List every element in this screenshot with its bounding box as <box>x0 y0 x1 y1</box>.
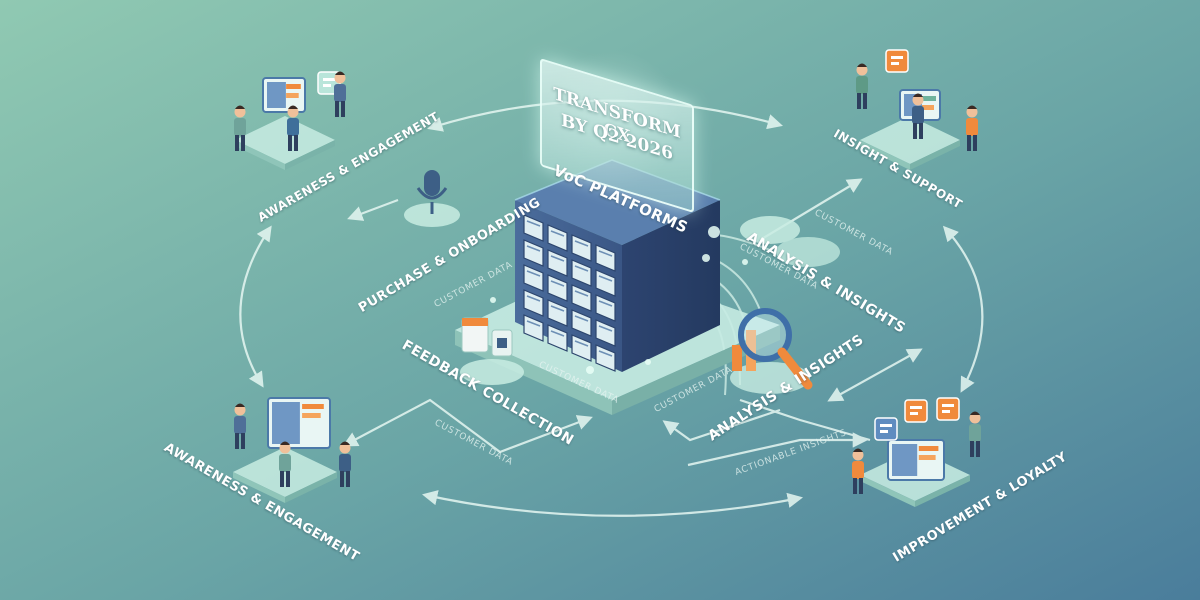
drive-bay <box>571 309 592 337</box>
drive-bay <box>595 319 616 347</box>
drive-bay <box>523 289 544 317</box>
screen-top-left <box>262 77 306 113</box>
tile-br-2 <box>904 399 928 423</box>
person-tl-2 <box>287 105 299 151</box>
drive-bay <box>595 244 616 272</box>
person-tl-3 <box>334 71 346 117</box>
drive-bay <box>547 324 568 352</box>
drive-bay <box>547 274 568 302</box>
glow-dots <box>490 226 748 374</box>
calendar-icon <box>460 317 524 385</box>
drive-bay <box>523 264 544 292</box>
drive-bay <box>595 294 616 322</box>
person-tr-1 <box>856 63 868 109</box>
drive-bay <box>523 214 544 242</box>
drive-bay <box>571 259 592 287</box>
tile-br-1 <box>874 417 898 441</box>
drive-bay <box>547 249 568 277</box>
drive-bay <box>571 234 592 262</box>
person-bl-3 <box>339 441 351 487</box>
drive-bay <box>571 334 592 362</box>
drive-bays <box>523 214 616 372</box>
person-br-1 <box>852 448 864 494</box>
drive-bay <box>523 239 544 267</box>
person-bl-1 <box>234 403 246 449</box>
tile-br-3 <box>936 397 960 421</box>
chart-icon <box>740 216 840 267</box>
flow-arrows <box>239 99 984 517</box>
person-tr-2 <box>912 93 924 139</box>
drive-bay <box>595 269 616 297</box>
people-scenes <box>233 49 981 507</box>
mail-icon <box>885 49 909 73</box>
screen-bottom-right <box>887 439 945 481</box>
magnifier-icon <box>730 308 813 394</box>
drive-bay <box>595 344 616 372</box>
person-tr-3 <box>966 105 978 151</box>
person-br-2 <box>969 411 981 457</box>
drive-bay <box>571 284 592 312</box>
drive-bay <box>547 299 568 327</box>
drive-bay <box>523 314 544 342</box>
microphone-icon <box>404 170 460 227</box>
screen-bottom-left <box>267 397 331 449</box>
person-bl-2 <box>279 441 291 487</box>
person-tl-1 <box>234 105 246 151</box>
drive-bay <box>547 224 568 252</box>
